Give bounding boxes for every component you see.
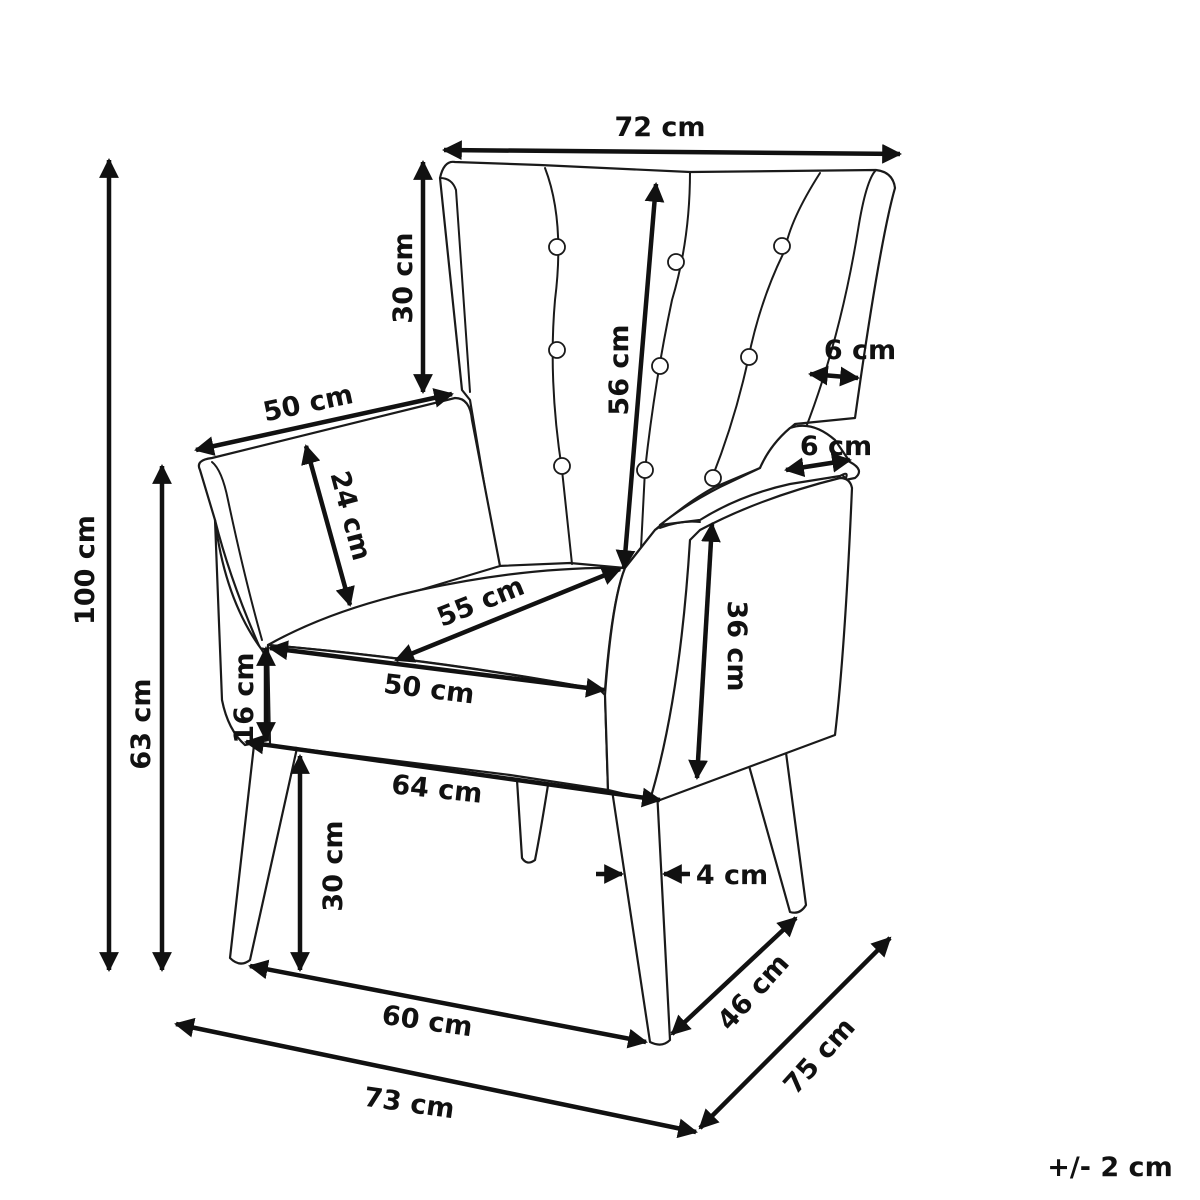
label-back-height: 56 cm <box>604 324 635 415</box>
label-wing-depth: 6 cm <box>824 335 896 366</box>
tuft-button <box>651 357 669 375</box>
front-right-leg <box>610 788 672 1046</box>
label-overall-width: 73 cm <box>362 1082 457 1125</box>
label-overall-depth: 75 cm <box>778 1012 862 1100</box>
tuft-button <box>667 253 685 271</box>
label-total-height: 100 cm <box>70 515 101 625</box>
arrow-wing-depth <box>808 365 860 387</box>
back-right-leg <box>744 743 808 914</box>
tuft-button <box>773 237 791 255</box>
wing-edge-left <box>439 177 471 393</box>
dimension-arrows <box>99 140 902 1139</box>
label-arm-height: 63 cm <box>126 678 157 769</box>
arrow-arm-length <box>194 388 454 456</box>
label-leg-thickness: 4 cm <box>696 860 768 891</box>
dimension-labels: 72 cm 30 cm 56 cm 6 cm 6 cm 50 cm 24 cm … <box>70 112 1173 1183</box>
back-tuft-line-right <box>711 172 821 479</box>
arrow-front-width <box>244 734 662 808</box>
arrow-back-width <box>442 140 902 164</box>
label-arm-width: 6 cm <box>800 431 872 462</box>
arrow-overall-depth <box>698 936 892 1130</box>
label-arm-length: 50 cm <box>260 379 356 428</box>
tuft-button <box>704 469 722 487</box>
left-arm-inner-edge <box>211 461 263 641</box>
arrow-seat-width <box>268 640 606 698</box>
label-leg-span-depth: 46 cm <box>712 948 796 1036</box>
arrow-arm-outer-height <box>688 522 721 780</box>
tuft-button <box>548 341 566 359</box>
tolerance-note: +/- 2 cm <box>1047 1152 1172 1183</box>
tuft-button <box>548 238 566 256</box>
arrow-back-height <box>615 182 665 570</box>
armchair-drawing <box>197 160 897 1046</box>
arrow-overall-width <box>174 1017 698 1139</box>
label-leg-height: 30 cm <box>318 820 349 911</box>
tuft-button <box>553 457 571 475</box>
label-arm-outer-height: 36 cm <box>721 600 752 691</box>
back-tuft-line-left <box>544 167 573 565</box>
label-back-width: 72 cm <box>614 112 705 143</box>
label-cushion-height: 16 cm <box>229 652 260 743</box>
front-left-leg <box>228 743 299 965</box>
tuft-button <box>740 348 758 366</box>
tuft-button <box>636 461 654 479</box>
arrow-arm-inner-height <box>301 444 355 607</box>
arrow-arm-width <box>784 452 852 478</box>
back-left-leg <box>515 778 550 864</box>
label-wing-height: 30 cm <box>388 232 419 323</box>
